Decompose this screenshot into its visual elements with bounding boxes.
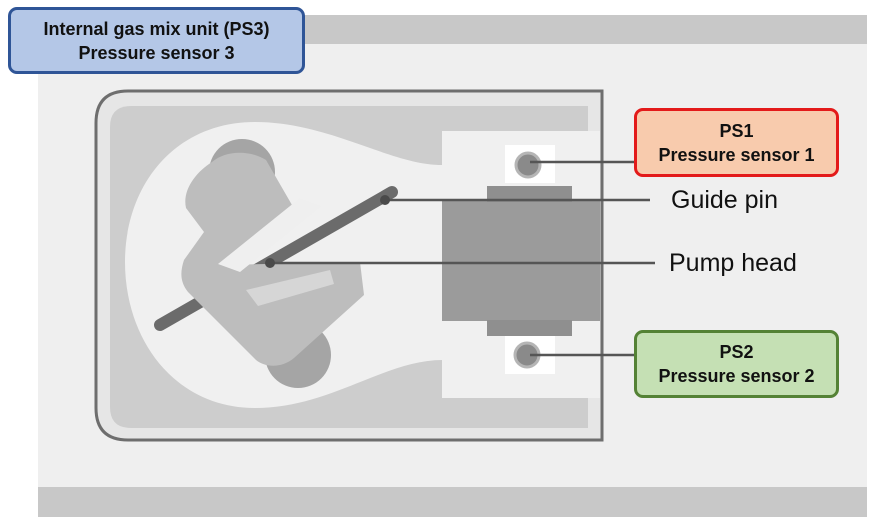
block-top-tab [487, 186, 572, 202]
guide-pin-dot [380, 195, 390, 205]
ps1-title: PS1 [719, 120, 754, 141]
ps2-subtitle: Pressure sensor 2 [658, 366, 815, 386]
guide-pin-label: Guide pin [671, 186, 779, 214]
ps3-title: Internal gas mix unit (PS3) [43, 18, 270, 39]
ps1-subtitle: Pressure sensor 1 [658, 144, 815, 165]
channel-block [442, 201, 600, 321]
block-bottom-tab [487, 320, 572, 336]
ps2-title: PS2 [719, 342, 754, 362]
ps2-callout: PS2 Pressure sensor 2 [634, 330, 839, 398]
guide-pin [154, 186, 398, 331]
ps3-subtitle: Pressure sensor 3 [78, 42, 235, 63]
ps1-callout: PS1 Pressure sensor 1 [634, 108, 839, 177]
ps1-sensor [514, 151, 542, 179]
pump-head [181, 152, 364, 366]
ps3-callout: Internal gas mix unit (PS3) Pressure sen… [8, 7, 305, 74]
pump-head-slot-lower [246, 270, 334, 306]
pump-head-slot [218, 198, 322, 272]
pump-head-dot [265, 258, 275, 268]
bottom-rail [38, 487, 867, 517]
pump-head-label: Pump head [669, 249, 797, 277]
